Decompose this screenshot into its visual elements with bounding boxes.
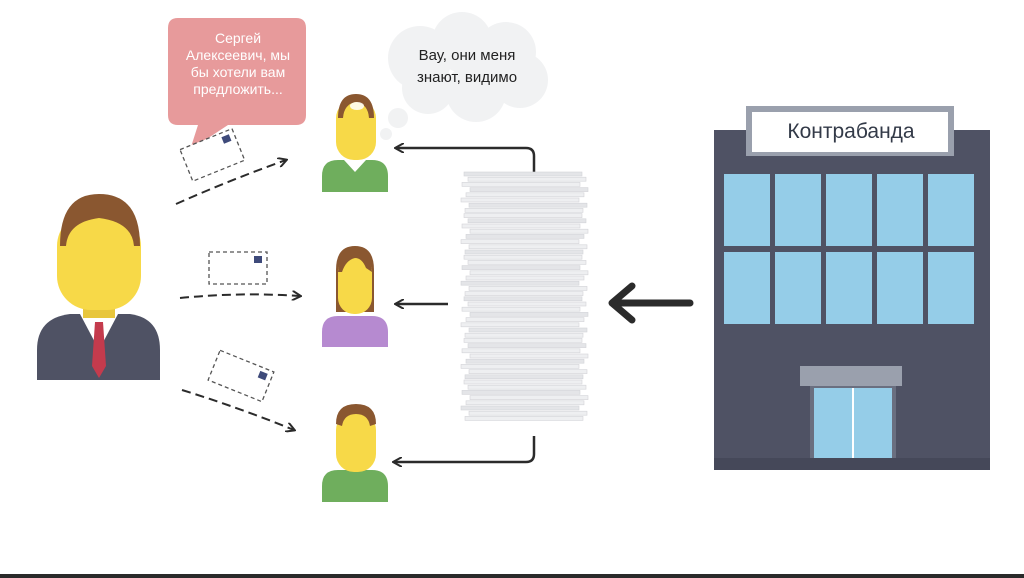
paper-sheet xyxy=(465,275,585,281)
person-middle xyxy=(322,246,388,347)
paper-sheet xyxy=(460,197,580,203)
paper-sheet xyxy=(460,405,580,411)
paper-sheet xyxy=(469,187,589,192)
paper-sheet xyxy=(469,312,589,317)
paper-sheet xyxy=(467,218,587,224)
paper-sheet xyxy=(469,395,589,400)
dashed-arrow-middle xyxy=(179,294,300,298)
paper-sheet xyxy=(460,322,580,328)
building-window xyxy=(826,174,872,246)
paper-sheet xyxy=(465,192,585,198)
envelope-bottom xyxy=(207,349,275,403)
building-window xyxy=(877,174,923,246)
paper-sheet xyxy=(461,390,581,395)
paper-sheet xyxy=(460,364,580,369)
paper-sheet xyxy=(465,317,585,322)
paper-sheet xyxy=(467,343,587,348)
big-arrow xyxy=(608,282,694,324)
dashed-arrow-top xyxy=(175,160,286,205)
paper-sheet xyxy=(461,348,581,354)
building-window xyxy=(928,174,974,246)
building-sign-text: Контрабанда xyxy=(787,120,915,143)
paper-sheet xyxy=(467,260,587,265)
paper-sheet xyxy=(469,353,589,359)
paper-sheet xyxy=(465,400,585,406)
paper-sheet xyxy=(468,286,588,291)
paper-sheet xyxy=(464,291,584,296)
speech-bubble xyxy=(168,18,306,150)
businessman-figure xyxy=(37,194,160,380)
paper-sheet xyxy=(463,379,583,385)
paper-sheet xyxy=(464,374,584,380)
paper-sheet xyxy=(461,223,581,229)
paper-sheet xyxy=(464,249,584,255)
paper-stack xyxy=(460,171,589,421)
paper-sheet xyxy=(468,410,588,416)
envelope-top xyxy=(179,127,246,183)
paper-sheet xyxy=(468,327,588,333)
paper-sheet xyxy=(460,239,580,244)
paper-sheet xyxy=(469,270,589,276)
person-top xyxy=(322,94,388,192)
arrow-to-top-person xyxy=(396,148,536,172)
paper-sheet xyxy=(465,358,585,364)
paper-sheet xyxy=(468,369,588,374)
building-window xyxy=(877,252,923,324)
paper-sheet xyxy=(467,176,587,182)
thought-bubble xyxy=(380,12,548,140)
paper-sheet xyxy=(463,338,583,343)
building xyxy=(714,106,990,470)
arrow-to-bottom-person xyxy=(394,436,536,462)
paper-sheet xyxy=(461,265,581,270)
building-windows xyxy=(724,174,974,324)
building-window xyxy=(826,252,872,324)
paper-sheet xyxy=(468,244,588,250)
person-bottom xyxy=(322,404,388,502)
paper-sheet xyxy=(464,416,584,421)
envelope-middle xyxy=(208,251,268,285)
paper-sheet xyxy=(463,171,583,177)
dashed-arrow-bottom xyxy=(181,389,294,430)
paper-sheet xyxy=(461,306,581,312)
paper-sheet xyxy=(468,202,588,208)
paper-sheet xyxy=(463,254,583,260)
paper-sheet xyxy=(463,296,583,302)
bottom-divider xyxy=(0,574,1024,578)
building-window xyxy=(724,252,770,324)
paper-sheet xyxy=(465,234,585,239)
building-window xyxy=(724,174,770,246)
paper-sheet xyxy=(461,182,581,187)
building-window xyxy=(775,174,821,246)
paper-sheet xyxy=(469,228,589,234)
building-window xyxy=(775,252,821,324)
paper-sheet xyxy=(460,280,580,286)
paper-sheet xyxy=(463,213,583,218)
thought-bubble-text: Вау, они меня знают, видимо xyxy=(416,47,518,86)
paper-sheet xyxy=(467,384,587,390)
paper-sheet xyxy=(467,301,587,307)
paper-sheet xyxy=(464,332,584,338)
building-window xyxy=(928,252,974,324)
speech-bubble-text: Сергей Алексеевич, мы бы хотели вам пред… xyxy=(185,30,291,97)
paper-sheet xyxy=(464,208,584,213)
